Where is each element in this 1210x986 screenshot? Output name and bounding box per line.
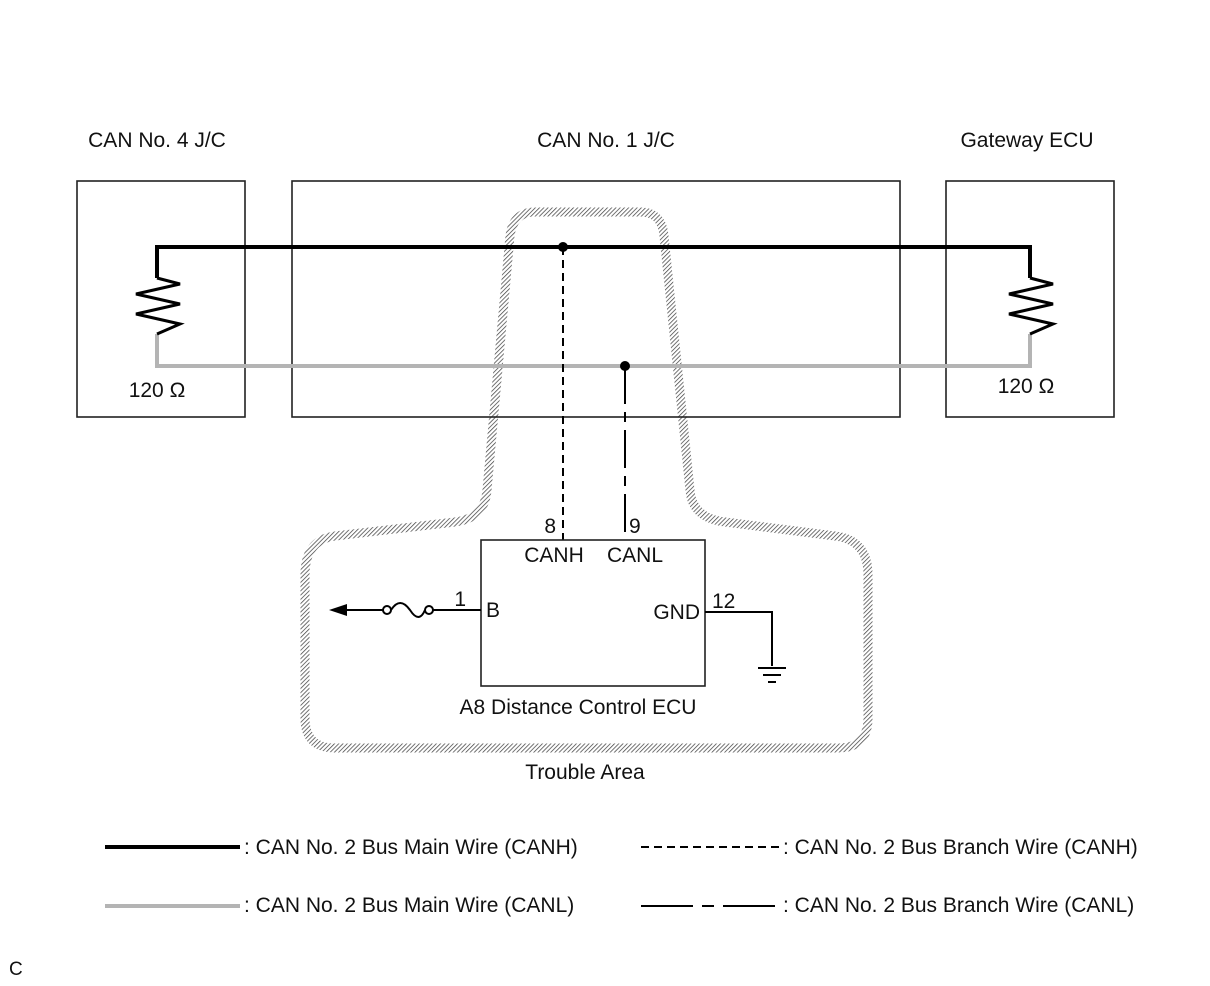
gateway-ecu-box [945,180,1115,418]
gateway-ecu-title: Gateway ECU [960,129,1093,152]
pin-canh-label: CANH [524,544,584,567]
resistor-left-label: 120 Ω [129,379,186,402]
fuse-icon [390,602,426,618]
legend-main-canl-label: : CAN No. 2 Bus Main Wire (CANL) [244,894,574,917]
resistor-right-icon [1008,276,1058,336]
legend-main-canh-label: : CAN No. 2 Bus Main Wire (CANH) [244,836,578,859]
trouble-area-outline [300,207,873,753]
pin-9-number: 9 [629,515,641,538]
pin-canl-label: CANL [607,544,663,567]
canl-main-wire [155,334,1032,368]
legend-branch-canl-label: : CAN No. 2 Bus Branch Wire (CANL) [783,894,1134,917]
trouble-area-label: Trouble Area [525,761,645,784]
pin-8-number: 8 [544,515,556,538]
can-no1-jc-title: CAN No. 1 J/C [537,129,675,152]
power-arrow-icon [329,604,347,616]
gnd-wire [705,611,773,666]
resistor-right-label: 120 Ω [998,375,1055,398]
pin-gnd-label: GND [653,601,700,624]
can-no4-jc-box [76,180,246,418]
fuse-terminal-right [424,605,434,615]
canh-junction-dot [558,242,568,252]
pin-12-number: 12 [712,590,735,613]
can-no4-jc-title: CAN No. 4 J/C [88,129,226,152]
corner-code: C [9,959,23,980]
fuse-terminal-left [382,605,392,615]
ecu-name: A8 Distance Control ECU [460,696,697,719]
legend-branch-canh-label: : CAN No. 2 Bus Branch Wire (CANH) [783,836,1138,859]
can-no1-jc-box [291,180,901,418]
pin-b-label: B [486,599,500,622]
canh-main-wire [155,245,1032,278]
canl-junction-dot [620,361,630,371]
pin-1-number: 1 [454,588,466,611]
resistor-left-icon [135,276,185,336]
